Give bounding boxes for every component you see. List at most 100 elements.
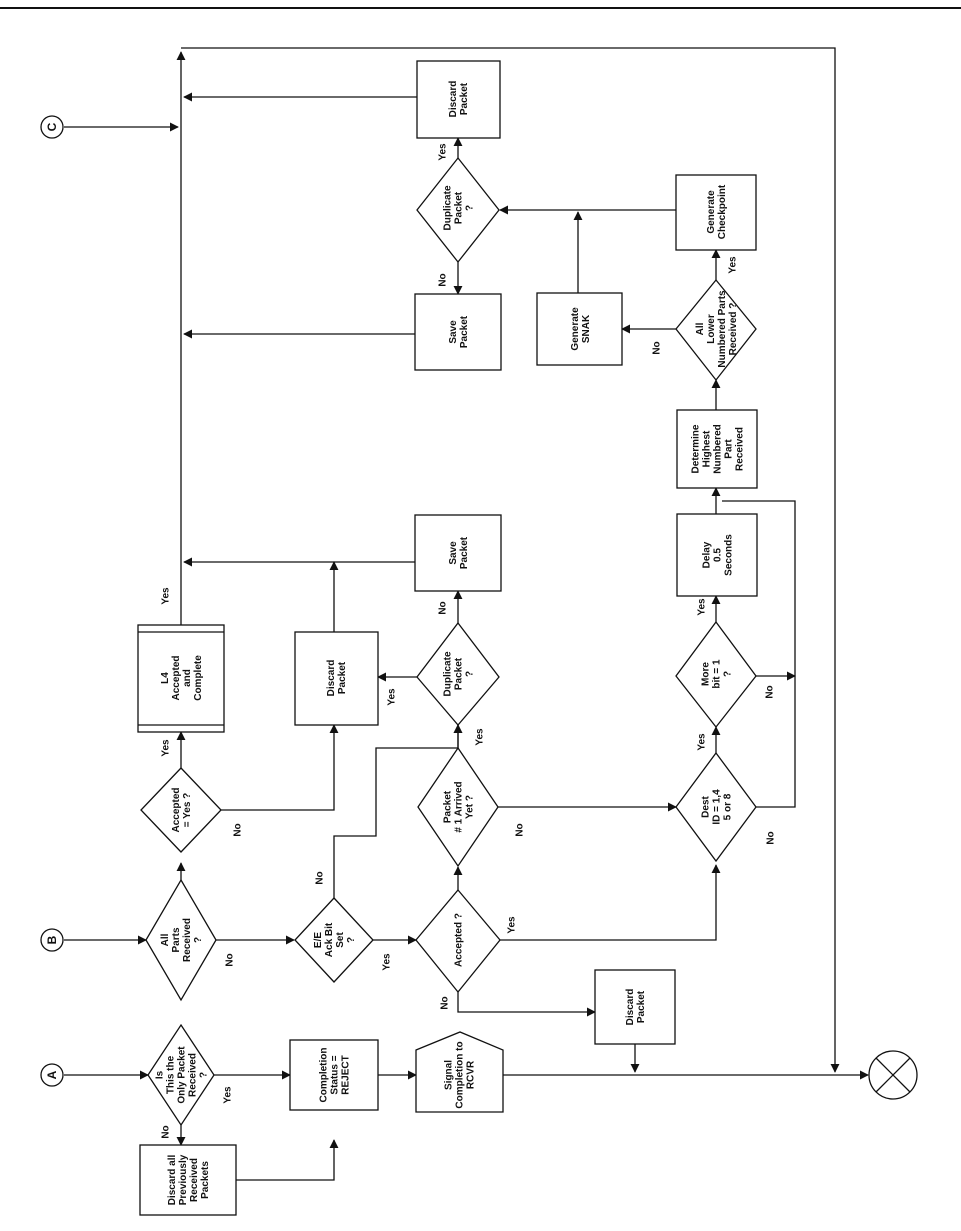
process-discard-packet-1 xyxy=(594,969,676,1045)
node-label-determine-highest: DetermineHighestNumberedPartReceived xyxy=(691,424,746,474)
decision-duplicate-1 xyxy=(416,621,500,727)
node-labels: IsThis theOnly PacketReceived? Discard a… xyxy=(155,81,746,1206)
connector-c xyxy=(40,115,64,139)
node-label-line: and xyxy=(182,669,193,687)
node-label-line: ? xyxy=(465,671,476,677)
node-label-line: Completion to xyxy=(455,1041,466,1108)
edge-label-pkt1-yes: Yes xyxy=(475,728,486,746)
node-label-line: Parts xyxy=(171,927,182,952)
edge-label-ack-yes: Yes xyxy=(382,953,393,971)
node-label-line: REJECT xyxy=(341,1055,352,1094)
node-label-line: Packet xyxy=(454,657,465,690)
node-label-line: Status = xyxy=(330,1055,341,1094)
decision-more-bit xyxy=(675,620,757,729)
process-discard-packet-2 xyxy=(294,631,379,726)
node-label-line: Accepted xyxy=(171,655,182,700)
node-label-line: Packet xyxy=(459,536,470,569)
decision-accepted-yes xyxy=(140,767,222,853)
edge-label-dup2-no: No xyxy=(438,273,449,286)
node-label-more-bit: Morebit = 1? xyxy=(701,659,734,689)
node-label-line: 5 or 8 xyxy=(723,793,734,820)
edge-label-more-no: No xyxy=(765,685,776,698)
node-label-generate-snak: GenerateSNAK xyxy=(570,307,592,351)
node-label-line: Yet ? xyxy=(465,795,476,819)
node-label-line: # 1 Arrived xyxy=(454,781,465,832)
node-label-accepted: Accepted ? xyxy=(454,913,465,967)
process-discard-all xyxy=(139,1144,237,1216)
node-label-line: Dest xyxy=(701,795,712,817)
node-label-line: This the xyxy=(166,1055,177,1094)
connection-wires xyxy=(64,47,869,1181)
connector-labels: A B C xyxy=(45,122,59,1079)
node-label-line: Checkpoint xyxy=(717,184,728,239)
process-save-packet-2 xyxy=(414,293,502,371)
edge-label-lower-no: No xyxy=(652,341,663,354)
decision-duplicate-2 xyxy=(416,156,500,264)
node-label-line: Duplicate xyxy=(443,185,454,230)
node-label-discard-packet-1: DiscardPacket xyxy=(625,989,647,1026)
edge-label-pkt1-no: No xyxy=(515,823,526,836)
node-label-line: Received xyxy=(188,1053,199,1097)
node-label-save-packet-2: SavePacket xyxy=(448,315,470,348)
edge-labels: No Yes No No Yes No Yes Yes No Yes No Ye… xyxy=(161,143,777,1139)
node-label-line: More xyxy=(701,662,712,686)
node-label-line: Delay xyxy=(702,541,713,568)
edge-label-ack-no: No xyxy=(315,871,326,884)
edge-label-accyes-no: No xyxy=(233,823,244,836)
node-label-line: Determine xyxy=(691,424,702,473)
node-label-line: Received ? xyxy=(728,303,739,356)
edge-label-dest-no: No xyxy=(766,831,777,844)
node-label-line: Numbered xyxy=(713,424,724,473)
node-label-line: Discard xyxy=(448,81,459,118)
edge-label-l4-yes: Yes xyxy=(161,587,172,605)
node-label-line: Save xyxy=(448,320,459,344)
process-l4-accepted xyxy=(137,624,225,733)
edge-label-accyes-yes: Yes xyxy=(161,739,172,757)
node-label-line: Discard xyxy=(326,660,337,697)
process-generate-snak xyxy=(536,292,623,366)
node-label-line: All xyxy=(695,322,706,335)
edge-label-more-yes: Yes xyxy=(697,598,708,616)
node-label-save-packet-1: SavePacket xyxy=(448,536,470,569)
node-label-line: Received xyxy=(189,1158,200,1202)
connector-a xyxy=(40,1063,64,1087)
node-label-line: Seconds xyxy=(724,534,735,576)
node-label-line: Only Packet xyxy=(177,1046,188,1104)
node-label-duplicate-2: DuplicatePacket? xyxy=(443,185,476,230)
edge-label-parts-no: No xyxy=(225,953,236,966)
node-label-line: ? xyxy=(723,671,734,677)
node-label-line: Complete xyxy=(193,655,204,701)
node-label-all-lower: AllLowerNumbered PartsReceived ? xyxy=(695,290,739,368)
process-determine-highest xyxy=(676,409,758,489)
node-label-line: bit = 1 xyxy=(712,659,723,689)
edge-label-dup1-yes: Yes xyxy=(387,688,398,706)
node-label-line: Packet xyxy=(443,790,454,823)
node-label-line: ? xyxy=(193,937,204,943)
node-label-line: Part xyxy=(724,439,735,459)
node-label-line: Discard xyxy=(625,989,636,1026)
node-label-line: Packet xyxy=(636,990,647,1023)
node-label-l4-accepted: L4AcceptedandComplete xyxy=(160,655,204,701)
decision-dest-id xyxy=(675,751,757,863)
node-label-dest-id: DestID = 1,45 or 8 xyxy=(701,789,734,825)
node-label-line: L4 xyxy=(160,672,171,684)
edge-label-dest-yes: Yes xyxy=(697,733,708,751)
decision-all-lower xyxy=(675,278,757,382)
node-label-line: Generate xyxy=(706,190,717,234)
node-label-line: E/E xyxy=(313,932,324,948)
process-generate-checkpoint xyxy=(675,174,757,251)
node-label-discard-packet-3: DiscardPacket xyxy=(448,81,470,118)
connector-b-label: B xyxy=(45,935,59,944)
edge-label-only-yes: Yes xyxy=(223,1086,234,1104)
node-label-line: Lower xyxy=(706,314,717,344)
node-label-line: Received xyxy=(735,427,746,471)
node-label-line: Signal xyxy=(444,1060,455,1090)
node-label-ee-ack: E/EAck BitSet? xyxy=(313,922,357,957)
node-label-line: Packets xyxy=(200,1161,211,1199)
node-label-line: Is xyxy=(155,1070,166,1079)
node-label-line: All xyxy=(160,933,171,946)
node-label-line: Previously xyxy=(178,1154,189,1205)
node-label-signal-completion: SignalCompletion toRCVR xyxy=(444,1041,477,1108)
decision-ee-ack xyxy=(294,897,374,983)
